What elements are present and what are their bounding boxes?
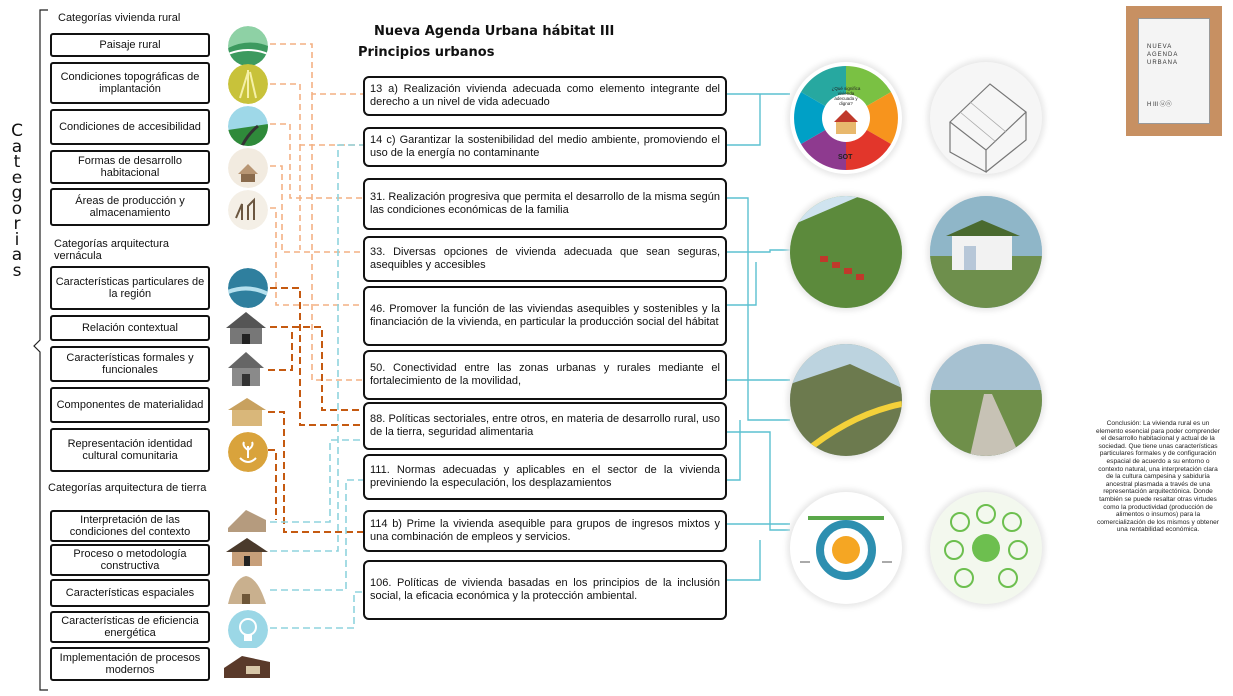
category-paisaje-rural: Paisaje rural [50, 33, 210, 57]
principle-14c: 14 c) Garantizar la sostenibilidad del m… [363, 127, 727, 167]
category-caracteristicas-formales: Características formales y funcionales [50, 346, 210, 382]
principle-31: 31. Realización progresiva que permita e… [363, 178, 727, 230]
wheat-field-icon [228, 64, 268, 104]
principle-50: 50. Conectividad entre las zonas urbanas… [363, 350, 727, 400]
rural-house-sketch-icon [228, 148, 268, 188]
rural-road-photo [930, 344, 1042, 456]
adobe-dome-icon [224, 572, 270, 608]
category-condiciones-accesibilidad: Condiciones de accesibilidad [50, 109, 210, 145]
rural-links [270, 43, 363, 381]
category-formas-desarrollo: Formas de desarrollo habitacional [50, 150, 210, 184]
categories-bracket [33, 9, 48, 691]
principle-111: 111. Normas adecuadas y aplicables en el… [363, 454, 727, 500]
category-proceso-constructivo: Proceso o metodología constructiva [50, 544, 210, 576]
vernacular-links [268, 287, 363, 533]
hands-plant-icon [228, 432, 268, 472]
category-caracteristicas-region: Características particulares de la regió… [50, 266, 210, 310]
circle-links [727, 93, 790, 581]
principle-33: 33. Diversas opciones de vivienda adecua… [363, 236, 727, 282]
book-logos: H III ⓤⓝ [1147, 102, 1172, 108]
page-subtitle: Principios urbanos [358, 45, 495, 60]
conclusion-text: Conclusión: La vivienda rural es un elem… [1096, 420, 1220, 534]
book-title-line-3: Urbana [1147, 60, 1179, 66]
agenda-book-cover: Nueva Agenda Urbana H III ⓤⓝ [1126, 6, 1222, 136]
modern-building-icon [222, 648, 272, 684]
straw-hut-icon [226, 394, 268, 430]
principle-88: 88. Políticas sectoriales, entre otros, … [363, 402, 727, 450]
vernacular-house-icon [222, 308, 270, 348]
principle-13a: 13 a) Realización vivienda adecuada como… [363, 76, 727, 116]
development-diagram [790, 492, 902, 604]
category-identidad-cultural: Representación identidad cultural comuni… [50, 428, 210, 472]
book-title-line-2: Agenda [1147, 52, 1179, 58]
infographic-brand: SOT [838, 154, 853, 161]
principle-46: 46. Promover la función de las viviendas… [363, 286, 727, 346]
thatched-hut-icon [224, 350, 268, 390]
rural-house-photo [930, 196, 1042, 308]
section-earth-heading: Categorías arquitectura de tierra [48, 482, 207, 494]
mountain-road-photo [790, 344, 902, 456]
principle-114b: 114 b) Prime la vivienda asequible para … [363, 510, 727, 552]
farm-storage-icon [228, 190, 268, 230]
lightbulb-icon [228, 610, 268, 650]
principle-106: 106. Políticas de vivienda basadas en lo… [363, 560, 727, 620]
page-title: Nueva Agenda Urbana hábitat III [374, 24, 615, 39]
hillside-houses-photo [790, 196, 902, 308]
category-interpretacion-contexto: Interpretación de las condiciones del co… [50, 510, 210, 542]
adequate-housing-infographic: ¿Qué significa vivienda adecuada y digna… [790, 62, 902, 174]
river-region-icon [228, 268, 268, 308]
house-section-drawing [930, 62, 1042, 174]
category-areas-produccion: Áreas de producción y almacenamiento [50, 188, 210, 226]
earth-wall-icon [226, 504, 268, 534]
category-caracteristicas-espaciales: Características espaciales [50, 579, 210, 607]
landscape-icon [228, 26, 268, 66]
production-icons-diagram [930, 492, 1042, 604]
category-relacion-contextual: Relación contextual [50, 315, 210, 341]
category-eficiencia-energetica: Características de eficiencia energética [50, 611, 210, 643]
category-condiciones-topograficas: Condiciones topográficas de implantación [50, 62, 210, 104]
road-landscape-icon [228, 106, 268, 146]
section-rural-heading: Categorías vivienda rural [58, 12, 181, 24]
book-title-line-1: Nueva [1147, 44, 1173, 50]
category-procesos-modernos: Implementación de procesos modernos [50, 647, 210, 681]
infographic-question: ¿Qué significa vivienda adecuada y digna… [831, 86, 861, 106]
category-componentes-materialidad: Componentes de materialidad [50, 387, 210, 423]
earth-links [270, 144, 363, 629]
round-hut-icon [224, 536, 270, 570]
section-vernacular-heading: Categorías arquitectura vernácula [54, 238, 169, 262]
